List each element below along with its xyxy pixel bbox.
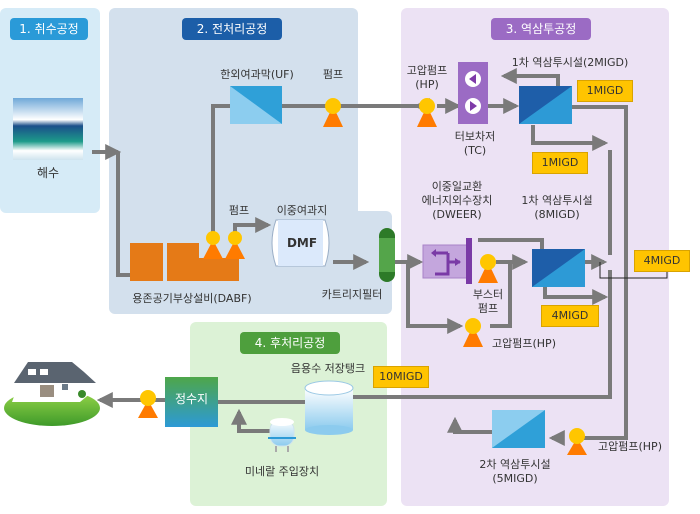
mineral-label: 미네랄 주입장치 xyxy=(244,465,320,478)
dmf-filter xyxy=(271,219,330,267)
flow-to-dabf xyxy=(116,152,130,277)
dabf-pump-label: 펌프 xyxy=(228,204,250,217)
tag-1migd-a: 1MIGD xyxy=(577,80,633,102)
pump-icon-uf xyxy=(323,98,343,127)
cartridge-label: 카트리지필터 xyxy=(321,288,383,301)
ro1-large-membrane xyxy=(532,249,585,287)
ro2-label-2: (5MIGD) xyxy=(492,472,538,485)
seawater-label: 해수 xyxy=(36,166,60,180)
tank-label: 음용수 저장탱크 xyxy=(290,362,366,375)
pump-icon-booster xyxy=(478,254,498,283)
reservoir-box xyxy=(165,377,218,427)
tc-label-2: (TC) xyxy=(463,144,487,157)
house-icon xyxy=(4,362,100,426)
booster-label-1: 부스터 xyxy=(472,288,504,301)
hp3-label: 고압펌프(HP) xyxy=(598,440,662,453)
pump-icon-hp2 xyxy=(463,318,483,347)
dweer-label-1: 이중일교환 xyxy=(431,180,483,193)
stage-badge-ro: 3. 역삼투공정 xyxy=(491,18,591,40)
stage-badge-posttreatment: 4. 후처리공정 xyxy=(240,332,340,354)
dabf-unit xyxy=(130,243,239,281)
tag-10migd: 10MIGD xyxy=(373,366,429,388)
ro1-small-label: 1차 역삼투시설(2MIGD) xyxy=(511,56,629,69)
dweer-unit xyxy=(422,238,472,284)
tag-1migd-b: 1MIGD xyxy=(532,152,588,174)
dabf-label: 용존공기부상설비(DABF) xyxy=(132,292,252,305)
ro1-large-label-2: (8MIGD) xyxy=(534,208,580,221)
ro1-large-label-1: 1차 역삼투시설 xyxy=(521,194,593,207)
flow-ro-brine xyxy=(572,105,628,440)
flow-dabf-uf xyxy=(211,104,230,240)
pump-icon-dabf-2 xyxy=(225,231,245,259)
dmf-title-label: 이중여과지 xyxy=(276,204,328,217)
uf-pump-label: 펌프 xyxy=(322,68,344,81)
stage-badge-pretreatment: 2. 전처리공정 xyxy=(182,18,282,40)
stage-badge-intake: 1. 취수공정 xyxy=(10,18,88,40)
dweer-label-2: 에너지외수장치 xyxy=(421,194,493,207)
hp1-label-1: 고압펌프 xyxy=(406,64,448,77)
ro2-membrane xyxy=(492,410,545,448)
hp2-label: 고압펌프(HP) xyxy=(492,337,556,350)
uf-label: 한외여과막(UF) xyxy=(220,68,294,81)
flow-4migd-bracket xyxy=(599,262,668,279)
tag-4migd-b: 4MIGD xyxy=(541,305,599,327)
dweer-label-3: (DWEER) xyxy=(432,208,482,221)
tc-label-1: 터보차저 xyxy=(454,130,496,143)
uf-membrane xyxy=(230,86,282,124)
pump-icon-delivery xyxy=(138,390,158,418)
dmf-label: DMF xyxy=(286,236,318,250)
hp1-label-2: (HP) xyxy=(415,78,439,91)
ro1-small-membrane xyxy=(519,86,572,124)
mineral-injector xyxy=(268,418,296,452)
tag-4migd-a: 4MIGD xyxy=(634,250,690,272)
seawater-image xyxy=(13,98,83,160)
booster-label-2: 펌프 xyxy=(477,302,499,315)
pump-icon-hp3 xyxy=(567,428,587,455)
pump-icon-hp1 xyxy=(417,98,437,127)
storage-tank xyxy=(304,380,354,435)
reservoir-label: 정수지 xyxy=(174,392,209,406)
cartridge-filter xyxy=(379,228,395,282)
ro2-label-1: 2차 역삼투시설 xyxy=(479,458,551,471)
turbocharger xyxy=(458,62,488,124)
pump-icon-dabf-1 xyxy=(203,231,223,259)
